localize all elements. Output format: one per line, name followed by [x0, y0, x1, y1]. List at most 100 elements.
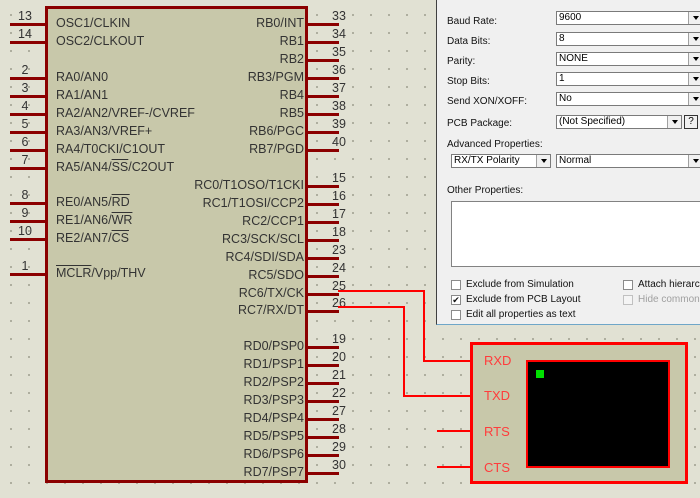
advanced-property-value: RX/TX Polarity	[454, 155, 520, 166]
pin-number: 37	[332, 81, 346, 95]
pin-number: 28	[332, 422, 346, 436]
pin-label: RB3/PGM	[247, 70, 304, 84]
pin-line[interactable]	[10, 167, 46, 170]
pin-line[interactable]	[307, 23, 339, 26]
advanced-property-select[interactable]: RX/TX Polarity	[451, 154, 551, 168]
pic-microcontroller[interactable]	[45, 6, 308, 483]
chevron-down-icon[interactable]	[688, 155, 700, 167]
pin-line[interactable]	[307, 400, 339, 403]
wire-rx[interactable]	[403, 395, 471, 397]
pin-line[interactable]	[307, 472, 339, 475]
pin-line[interactable]	[307, 41, 339, 44]
pin-line[interactable]	[10, 77, 46, 80]
checkbox-box[interactable]	[623, 279, 633, 290]
pin-line[interactable]	[307, 382, 339, 385]
pin-line[interactable]	[307, 418, 339, 421]
hide-common-pins-checkbox: Hide common pi	[623, 294, 700, 305]
pcb-package-select[interactable]: (Not Specified)	[556, 115, 682, 129]
pin-label: RC5/SDO	[248, 268, 304, 282]
pin-line[interactable]	[307, 95, 339, 98]
pin-line[interactable]	[10, 202, 46, 205]
pin-line[interactable]	[307, 454, 339, 457]
other-properties-textarea[interactable]	[451, 201, 700, 267]
wire-tx[interactable]	[423, 290, 425, 361]
wire-rts[interactable]	[437, 430, 471, 432]
chevron-down-icon[interactable]	[688, 53, 700, 65]
pin-line[interactable]	[10, 95, 46, 98]
checkmark-icon[interactable]: ✔	[451, 294, 461, 305]
wire-tx[interactable]	[338, 290, 424, 292]
pin-line[interactable]	[10, 238, 46, 241]
pin-label: OSC1/CLKIN	[56, 16, 131, 30]
pin-label: RB1	[279, 34, 304, 48]
pin-number: 23	[332, 243, 346, 257]
pin-line[interactable]	[10, 23, 46, 26]
pin-line[interactable]	[10, 41, 46, 44]
pin-line[interactable]	[307, 113, 339, 116]
edit-all-properties-checkbox[interactable]: Edit all properties as text	[451, 309, 576, 320]
pin-label-part: RE0/AN5/	[56, 195, 112, 209]
pin-line[interactable]	[307, 436, 339, 439]
pin-line[interactable]	[10, 220, 46, 223]
pin-number: 25	[332, 279, 346, 293]
wire-rx[interactable]	[403, 306, 405, 396]
pin-label: RC0/T1OSO/T1CKI	[194, 178, 304, 192]
data-bits-select[interactable]: 8	[556, 32, 700, 46]
terminal-screen[interactable]	[526, 360, 670, 468]
attach-hierarchy-checkbox[interactable]: Attach hierarchy	[623, 279, 700, 290]
chevron-down-icon[interactable]	[667, 116, 681, 128]
advanced-value-value: Normal	[559, 155, 592, 166]
wire-tx[interactable]	[423, 360, 471, 362]
pin-label: RB5	[279, 106, 304, 120]
checkbox-box[interactable]	[451, 309, 461, 320]
wire-rx[interactable]	[338, 306, 405, 308]
pin-number: 18	[332, 225, 346, 239]
virtual-terminal[interactable]: RXD TXD RTS CTS	[470, 342, 688, 484]
pcb-package-help-button[interactable]: ?	[684, 115, 698, 129]
pin-line[interactable]	[307, 77, 339, 80]
pin-line[interactable]	[307, 59, 339, 62]
pin-number: 21	[332, 368, 346, 382]
pin-line[interactable]	[307, 203, 339, 206]
pin-label: RB7/PGD	[249, 142, 304, 156]
pin-line[interactable]	[307, 257, 339, 260]
pin-line[interactable]	[10, 273, 46, 276]
pin-line[interactable]	[307, 346, 339, 349]
pin-number: 1	[21, 259, 29, 273]
exclude-simulation-checkbox[interactable]: Exclude from Simulation	[451, 279, 574, 290]
pin-label: RC3/SCK/SCL	[222, 232, 304, 246]
pin-line[interactable]	[10, 113, 46, 116]
pin-label: RA0/AN0	[56, 70, 109, 84]
parity-select[interactable]: NONE	[556, 52, 700, 66]
send-xon-xoff-select[interactable]: No	[556, 92, 700, 106]
pin-line[interactable]	[10, 149, 46, 152]
advanced-value-select[interactable]: Normal	[556, 154, 700, 168]
pin-line[interactable]	[307, 221, 339, 224]
baud-rate-select[interactable]: 9600	[556, 11, 700, 25]
checkbox-box[interactable]	[451, 279, 461, 290]
pin-label: RC7/RX/DT	[238, 303, 304, 317]
chevron-down-icon[interactable]	[688, 12, 700, 24]
pin-line[interactable]	[10, 131, 46, 134]
chevron-down-icon[interactable]	[688, 93, 700, 105]
pin-line[interactable]	[307, 275, 339, 278]
chevron-down-icon[interactable]	[688, 33, 700, 45]
pin-line[interactable]	[307, 149, 339, 152]
pin-number: 9	[21, 206, 29, 220]
pin-label: RB2	[279, 52, 304, 66]
exclude-pcb-layout-checkbox[interactable]: ✔Exclude from PCB Layout	[451, 294, 581, 305]
stop-bits-select[interactable]: 1	[556, 72, 700, 86]
pin-line[interactable]	[307, 131, 339, 134]
pin-number: 30	[332, 458, 346, 472]
chevron-down-icon[interactable]	[536, 155, 550, 167]
pin-line[interactable]	[307, 239, 339, 242]
pin-line[interactable]	[307, 310, 339, 313]
pin-label: RA5/AN4/SS/C2OUT	[56, 160, 174, 174]
pin-label: RD5/PSP5	[243, 429, 304, 443]
pin-line[interactable]	[307, 185, 339, 188]
pin-line[interactable]	[307, 364, 339, 367]
pin-label-inverted: RD	[111, 195, 130, 209]
chevron-down-icon[interactable]	[688, 73, 700, 85]
wire-cts[interactable]	[437, 466, 471, 468]
pin-line[interactable]	[307, 293, 339, 296]
